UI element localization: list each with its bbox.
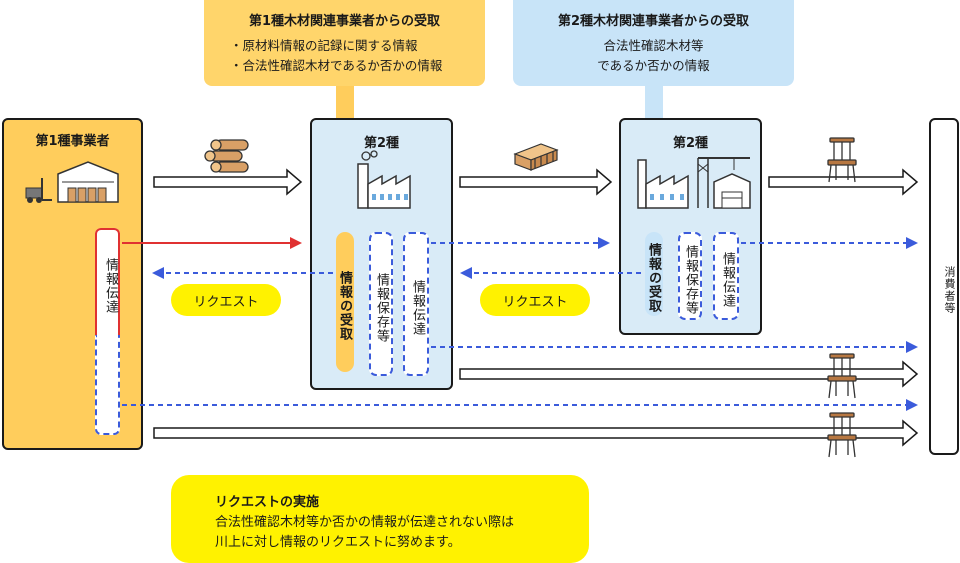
first-type-transmit-column: 情報伝達	[95, 228, 120, 435]
chair-icon	[827, 137, 857, 183]
note-line-1: 合法性確認木材等か否かの情報が伝達されない際は	[215, 515, 515, 530]
product-arrow-1	[153, 168, 303, 196]
request-note-box: リクエストの実施 合法性確認木材等か否かの情報が伝達されない際は 川上に対し情報…	[171, 475, 589, 563]
callout-first-type-receipt: 第1種木材関連事業者からの受取 ・原材料情報の記録に関する情報 ・合法性確認木材…	[204, 0, 485, 86]
callout1-line-2: ・合法性確認木材であるか否かの情報	[230, 58, 443, 73]
callout1-line-1: ・原材料情報の記録に関する情報	[230, 38, 418, 53]
note-title: リクエストの実施	[215, 495, 320, 510]
consumer-box: 消費者等	[929, 118, 959, 455]
chair-icon	[827, 353, 857, 399]
product-arrow-5	[153, 419, 919, 447]
consumer-label: 消費者等	[943, 266, 956, 314]
lumber-icon	[513, 143, 559, 171]
second-type-a-title: 第2種	[363, 136, 400, 151]
product-arrow-3	[768, 168, 919, 196]
second-type-b-title: 第2種	[672, 136, 709, 151]
box-b-store-column: 情報保存等	[678, 232, 702, 320]
product-arrow-2	[459, 168, 613, 196]
callout2-line-2: であるか否かの情報	[597, 58, 710, 73]
request-pill-2: リクエスト	[480, 284, 590, 316]
logs-icon	[204, 139, 249, 173]
first-type-transmit-red-outline	[95, 228, 120, 335]
callout-second-type-receipt: 第2種木材関連事業者からの受取 合法性確認木材等 であるか否かの情報	[513, 0, 794, 86]
factory-icon	[357, 150, 411, 209]
box-b-receive-column: 情報の受取	[645, 232, 663, 316]
callout2-line-1: 合法性確認木材等	[603, 38, 704, 53]
box-a-transmit-column: 情報伝達	[403, 232, 429, 376]
factory-crane-icon	[637, 157, 751, 209]
callout1-title: 第1種木材関連事業者からの受取	[248, 14, 441, 29]
box-b-transmit-column: 情報伝達	[713, 232, 739, 320]
box-a-store-column: 情報保存等	[369, 232, 393, 376]
note-line-2: 川上に対し情報のリクエストに努めます。	[215, 535, 461, 550]
product-arrow-4	[459, 360, 919, 388]
box-a-receive-column: 情報の受取	[336, 232, 354, 372]
chair-icon	[827, 412, 857, 458]
warehouse-forklift-icon	[25, 161, 119, 203]
callout2-title: 第2種木材関連事業者からの受取	[557, 14, 750, 29]
request-pill-1: リクエスト	[171, 284, 281, 316]
first-type-transmit-dashed-outline	[95, 335, 120, 435]
first-type-transmit-label: 情報伝達	[103, 258, 118, 314]
first-type-title: 第1種事業者	[35, 134, 110, 149]
